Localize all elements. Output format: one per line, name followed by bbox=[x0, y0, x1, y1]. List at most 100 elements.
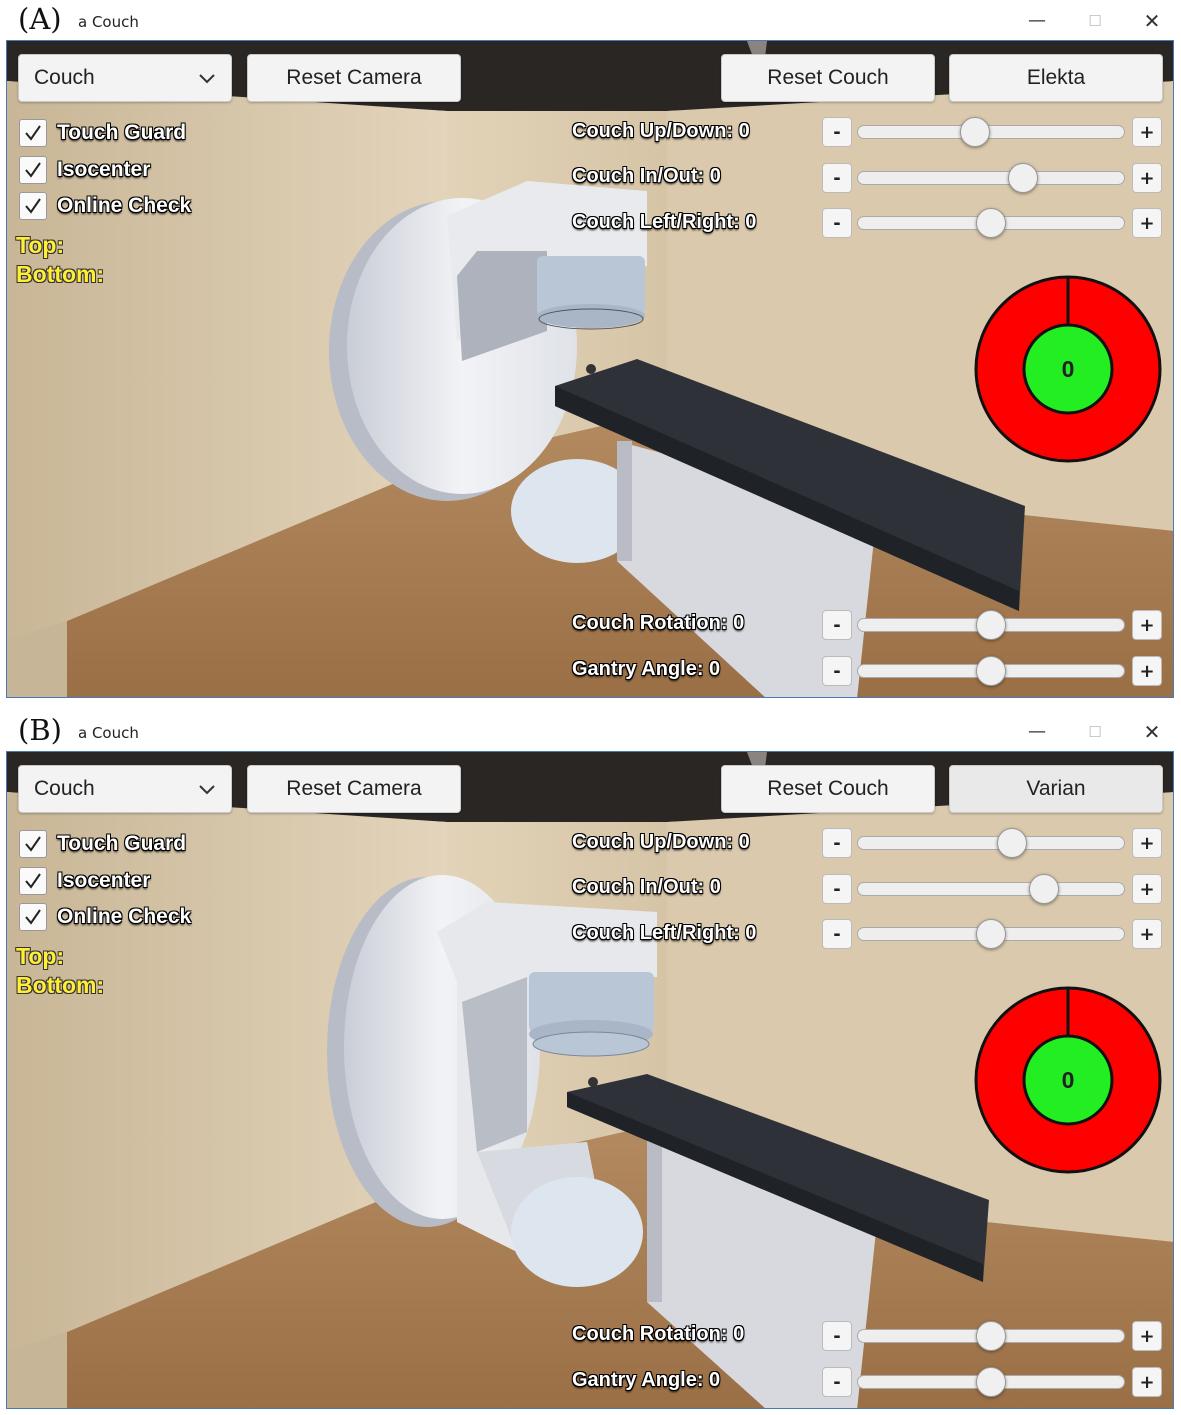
slider-thumb[interactable] bbox=[960, 117, 991, 147]
increment-button[interactable]: + bbox=[1132, 874, 1162, 904]
gauge-value: 0 bbox=[1062, 356, 1075, 382]
increment-button[interactable]: + bbox=[1132, 163, 1162, 193]
slider-thumb[interactable] bbox=[976, 919, 1006, 949]
slider-gantry-angle[interactable] bbox=[857, 1367, 1125, 1397]
checkbox-label: Touch Guard bbox=[57, 121, 187, 144]
chevron-down-icon bbox=[199, 785, 215, 795]
slider-couch-left-right[interactable] bbox=[857, 919, 1125, 949]
close-button[interactable]: ✕ bbox=[1143, 720, 1161, 744]
3d-viewport[interactable]: Couch Reset Camera Reset Couch Varian To… bbox=[6, 751, 1174, 1409]
slider-couch-in-out[interactable] bbox=[857, 874, 1125, 904]
decrement-button[interactable]: - bbox=[822, 1367, 852, 1397]
isocenter-checkbox[interactable]: Isocenter bbox=[19, 154, 150, 186]
3d-viewport[interactable]: Couch Reset Camera Reset Couch Elekta To… bbox=[6, 40, 1174, 698]
slider-label-couch-rotation: Couch Rotation: 0 bbox=[572, 612, 745, 634]
slider-couch-rotation[interactable] bbox=[857, 610, 1125, 640]
window-title: a Couch bbox=[78, 13, 139, 31]
gauge-inner-circle bbox=[1022, 1034, 1114, 1126]
decrement-button[interactable]: - bbox=[822, 117, 852, 147]
increment-button[interactable]: + bbox=[1132, 1321, 1162, 1351]
decrement-button[interactable]: - bbox=[822, 208, 852, 238]
touch-guard-checkbox[interactable]: Touch Guard bbox=[19, 117, 186, 149]
gauge-inner-circle bbox=[1022, 323, 1114, 415]
decrement-button[interactable]: - bbox=[822, 919, 852, 949]
increment-button[interactable]: + bbox=[1132, 117, 1162, 147]
close-button[interactable]: ✕ bbox=[1143, 9, 1161, 33]
checkmark-icon bbox=[19, 156, 47, 184]
slider-thumb[interactable] bbox=[1029, 874, 1060, 904]
slider-label-couch-in-out: Couch In/Out: 0 bbox=[572, 876, 721, 898]
checkmark-icon bbox=[19, 903, 47, 931]
slider-label-gantry-angle: Gantry Angle: 0 bbox=[572, 658, 721, 680]
panel-a: (A) a Couch — ☐ ✕ bbox=[0, 0, 1181, 704]
decrement-button[interactable]: - bbox=[822, 828, 852, 858]
isocenter-marker bbox=[586, 364, 596, 374]
online-check-checkbox[interactable]: Online Check bbox=[19, 901, 191, 933]
checkmark-icon bbox=[19, 119, 47, 147]
bottom-label: Bottom: bbox=[16, 972, 105, 998]
increment-button[interactable]: + bbox=[1132, 919, 1162, 949]
mode-dropdown[interactable]: Couch bbox=[18, 765, 232, 813]
window-titlebar: a Couch — ☐ ✕ bbox=[6, 711, 1174, 751]
slider-thumb[interactable] bbox=[997, 828, 1028, 858]
slider-label-couch-up-down: Couch Up/Down: 0 bbox=[572, 831, 750, 853]
panel-letter: (B) bbox=[14, 713, 66, 747]
checkmark-icon bbox=[19, 830, 47, 858]
isocenter-checkbox[interactable]: Isocenter bbox=[19, 865, 150, 897]
increment-button[interactable]: + bbox=[1132, 1367, 1162, 1397]
slider-label-couch-up-down: Couch Up/Down: 0 bbox=[572, 120, 750, 142]
decrement-button[interactable]: - bbox=[822, 874, 852, 904]
checkmark-icon bbox=[19, 192, 47, 220]
slider-thumb[interactable] bbox=[976, 1367, 1006, 1397]
dropdown-value: Couch bbox=[34, 66, 95, 89]
slider-label-couch-rotation: Couch Rotation: 0 bbox=[572, 1323, 745, 1345]
slider-label-couch-left-right: Couch Left/Right: 0 bbox=[572, 922, 757, 944]
slider-thumb[interactable] bbox=[976, 1321, 1006, 1351]
increment-button[interactable]: + bbox=[1132, 610, 1162, 640]
decrement-button[interactable]: - bbox=[822, 610, 852, 640]
maximize-button[interactable]: ☐ bbox=[1088, 12, 1102, 30]
chevron-down-icon bbox=[199, 74, 215, 84]
window-titlebar: a Couch — ☐ ✕ bbox=[6, 0, 1174, 40]
increment-button[interactable]: + bbox=[1132, 828, 1162, 858]
slider-label-couch-in-out: Couch In/Out: 0 bbox=[572, 165, 721, 187]
touch-guard-checkbox[interactable]: Touch Guard bbox=[19, 828, 186, 860]
checkbox-label: Online Check bbox=[57, 905, 192, 928]
slider-couch-up-down[interactable] bbox=[857, 828, 1125, 858]
collision-gauge: 0 bbox=[974, 986, 1162, 1174]
decrement-button[interactable]: - bbox=[822, 656, 852, 686]
slider-thumb[interactable] bbox=[976, 656, 1006, 686]
slider-thumb[interactable] bbox=[976, 208, 1006, 238]
panel-letter: (A) bbox=[14, 2, 66, 36]
panel-b: (B) a Couch — ☐ ✕ bbox=[0, 711, 1181, 1415]
slider-thumb[interactable] bbox=[1007, 163, 1038, 193]
checkbox-label: Isocenter bbox=[57, 158, 151, 181]
slider-couch-rotation[interactable] bbox=[857, 1321, 1125, 1351]
reset-couch-button[interactable]: Reset Couch bbox=[721, 54, 935, 102]
slider-label-couch-left-right: Couch Left/Right: 0 bbox=[572, 211, 757, 233]
reset-camera-button[interactable]: Reset Camera bbox=[247, 765, 461, 813]
maximize-button[interactable]: ☐ bbox=[1088, 723, 1102, 741]
online-check-checkbox[interactable]: Online Check bbox=[19, 190, 191, 222]
reset-camera-button[interactable]: Reset Camera bbox=[247, 54, 461, 102]
dropdown-value: Couch bbox=[34, 777, 95, 800]
gauge-value: 0 bbox=[1062, 1067, 1075, 1093]
vendor-button[interactable]: Elekta bbox=[949, 54, 1163, 102]
decrement-button[interactable]: - bbox=[822, 163, 852, 193]
increment-button[interactable]: + bbox=[1132, 656, 1162, 686]
minimize-button[interactable]: — bbox=[1028, 721, 1046, 742]
decrement-button[interactable]: - bbox=[822, 1321, 852, 1351]
slider-couch-in-out[interactable] bbox=[857, 163, 1125, 193]
slider-thumb[interactable] bbox=[976, 610, 1006, 640]
vendor-button[interactable]: Varian bbox=[949, 765, 1163, 813]
mode-dropdown[interactable]: Couch bbox=[18, 54, 232, 102]
reset-couch-button[interactable]: Reset Couch bbox=[721, 765, 935, 813]
minimize-button[interactable]: — bbox=[1028, 10, 1046, 31]
slider-couch-left-right[interactable] bbox=[857, 208, 1125, 238]
treatment-room-scene bbox=[7, 41, 1173, 697]
slider-couch-up-down[interactable] bbox=[857, 117, 1125, 147]
window-title: a Couch bbox=[78, 724, 139, 742]
slider-gantry-angle[interactable] bbox=[857, 656, 1125, 686]
bottom-label: Bottom: bbox=[16, 261, 105, 287]
increment-button[interactable]: + bbox=[1132, 208, 1162, 238]
